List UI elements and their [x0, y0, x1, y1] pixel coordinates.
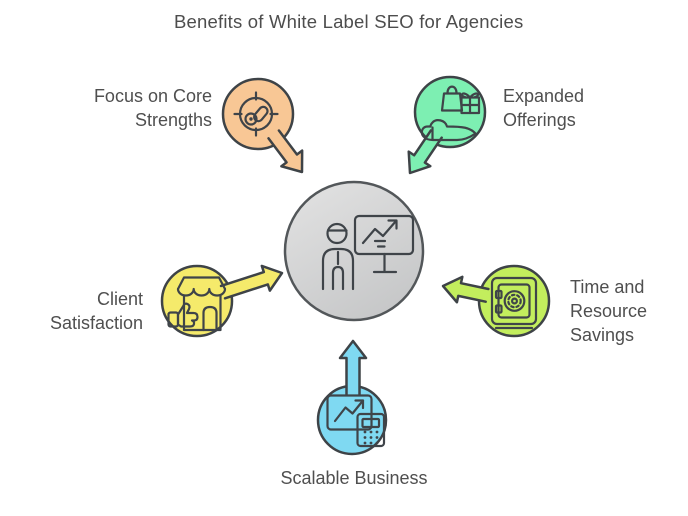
focus-circle	[221, 77, 295, 151]
label-time-resource-savings: Time and Resource Savings	[570, 275, 680, 347]
label-line: Resource	[570, 301, 648, 321]
label-line: Scalable Business	[280, 468, 428, 488]
arrow-client-to-center	[219, 264, 284, 300]
arrow-time-to-center	[441, 275, 490, 304]
node-time-resource-savings	[441, 264, 551, 338]
label-line: Client	[96, 289, 143, 309]
label-line: Satisfaction	[49, 313, 143, 333]
label-line: Savings	[570, 325, 635, 345]
arrow-focus-to-center	[267, 129, 304, 174]
label-scalable-business: Scalable Business	[254, 466, 454, 490]
central-node	[283, 180, 425, 322]
diagram-title: Benefits of White Label SEO for Agencies	[174, 11, 524, 32]
storefront-thumbs-up-icon	[167, 276, 227, 332]
time-circle	[477, 264, 551, 338]
presenter-chart-icon	[321, 214, 415, 291]
label-line: Focus on Core	[93, 86, 212, 106]
safe-vault-icon	[490, 276, 538, 330]
label-expanded-offerings: Expanded Offerings	[503, 84, 643, 132]
label-client-satisfaction: Client Satisfaction	[13, 287, 143, 335]
chart-calculator-icon	[326, 394, 386, 448]
label-line: Time and	[570, 277, 645, 297]
label-line: Offerings	[503, 110, 576, 130]
node-expanded-offerings	[407, 75, 487, 175]
arrow-scalable-to-center	[338, 339, 368, 397]
label-line: Expanded	[503, 86, 585, 106]
hand-with-gifts-icon	[420, 85, 481, 142]
node-client-satisfaction	[160, 264, 284, 338]
node-scalable-business	[316, 339, 388, 456]
target-gauge-icon	[233, 91, 279, 137]
label-line: Strengths	[134, 110, 212, 130]
node-focus-core-strengths	[221, 77, 304, 174]
label-focus-core-strengths: Focus on Core Strengths	[40, 84, 212, 132]
client-circle	[160, 264, 234, 338]
